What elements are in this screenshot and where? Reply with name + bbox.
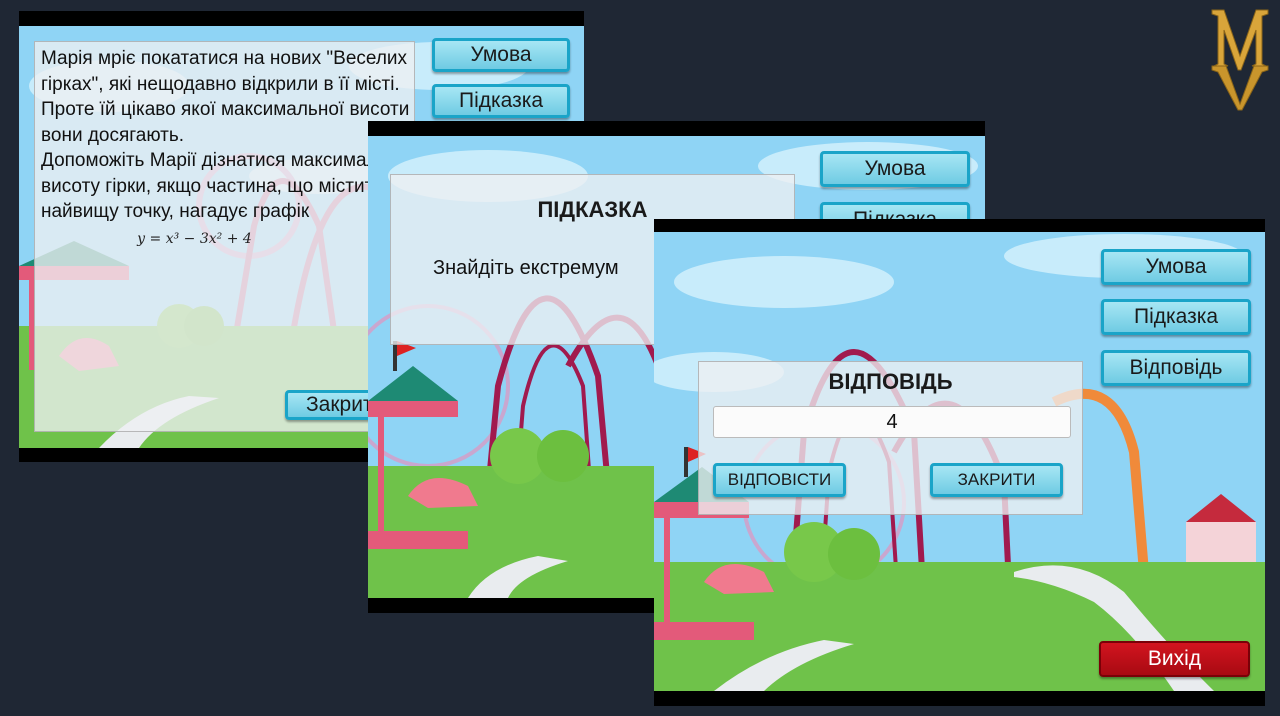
condition-button[interactable]: Умова xyxy=(820,151,970,187)
task-text: Марія мріє покататися на нових "Веселих … xyxy=(41,48,410,222)
task-panel: Марія мріє покататися на нових "Веселих … xyxy=(34,41,415,432)
condition-button[interactable]: Умова xyxy=(432,38,570,72)
brand-logo xyxy=(1211,9,1269,111)
task-formula: y = x³ − 3x² + 4 xyxy=(137,230,252,247)
hint-text: Знайдіть екстремум xyxy=(433,257,619,279)
submit-answer-button[interactable]: ВІДПОВІСТИ xyxy=(713,463,846,497)
close-button[interactable]: ЗАКРИТИ xyxy=(930,463,1063,497)
answer-input[interactable]: 4 xyxy=(713,406,1071,438)
answer-title: ВІДПОВІДЬ xyxy=(828,369,953,394)
hint-title: ПІДКАЗКА xyxy=(537,197,648,222)
condition-button[interactable]: Умова xyxy=(1101,249,1251,285)
exit-button[interactable]: Вихід xyxy=(1099,641,1250,677)
answer-button[interactable]: Відповідь xyxy=(1101,350,1251,386)
hint-button[interactable]: Підказка xyxy=(432,84,570,118)
screenshot-answer: ВІДПОВІДЬ 4 ВІДПОВІСТИ ЗАКРИТИ Умова Під… xyxy=(654,219,1265,706)
hint-button[interactable]: Підказка xyxy=(1101,299,1251,335)
